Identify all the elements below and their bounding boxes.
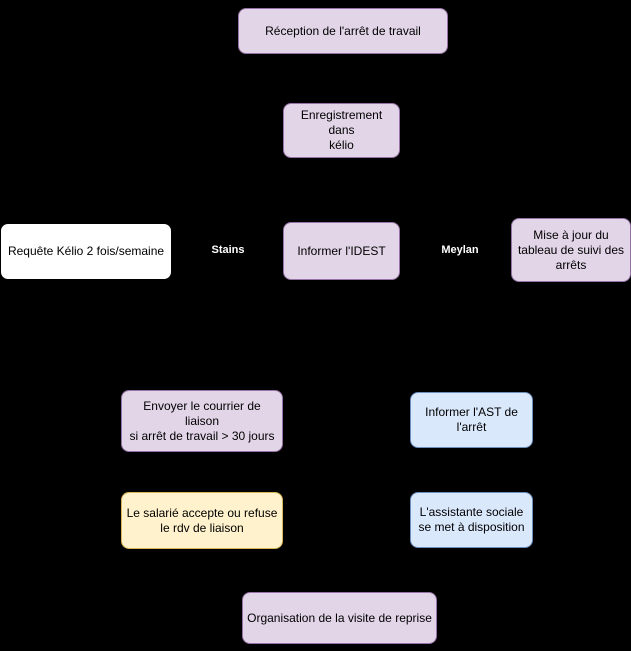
node-assistante-sociale: L'assistante sociale se met à dispositio…	[410, 492, 533, 548]
edge-label-meylan: Meylan	[441, 244, 479, 256]
node-envoyer-courrier-liaison: Envoyer le courrier de liaison si arrêt …	[121, 390, 283, 452]
edge-label-stains: Stains	[211, 244, 245, 256]
node-reception-arret-travail: Réception de l'arrêt de travail	[238, 8, 448, 54]
node-mise-a-jour-tableau: Mise à jour du tableau de suivi des arrê…	[511, 218, 631, 282]
node-organisation-visite-reprise: Organisation de la visite de reprise	[242, 592, 437, 644]
node-informer-idest: Informer l'IDEST	[283, 222, 400, 280]
node-requete-kelio: Requête Kélio 2 fois/semaine	[0, 223, 172, 280]
node-informer-ast: Informer l'AST de l'arrêt	[410, 392, 533, 448]
node-salarie-accepte-refuse: Le salarié accepte ou refuse le rdv de l…	[121, 492, 283, 549]
node-enregistrement-kelio: Enregistrement dans kélio	[283, 103, 400, 158]
